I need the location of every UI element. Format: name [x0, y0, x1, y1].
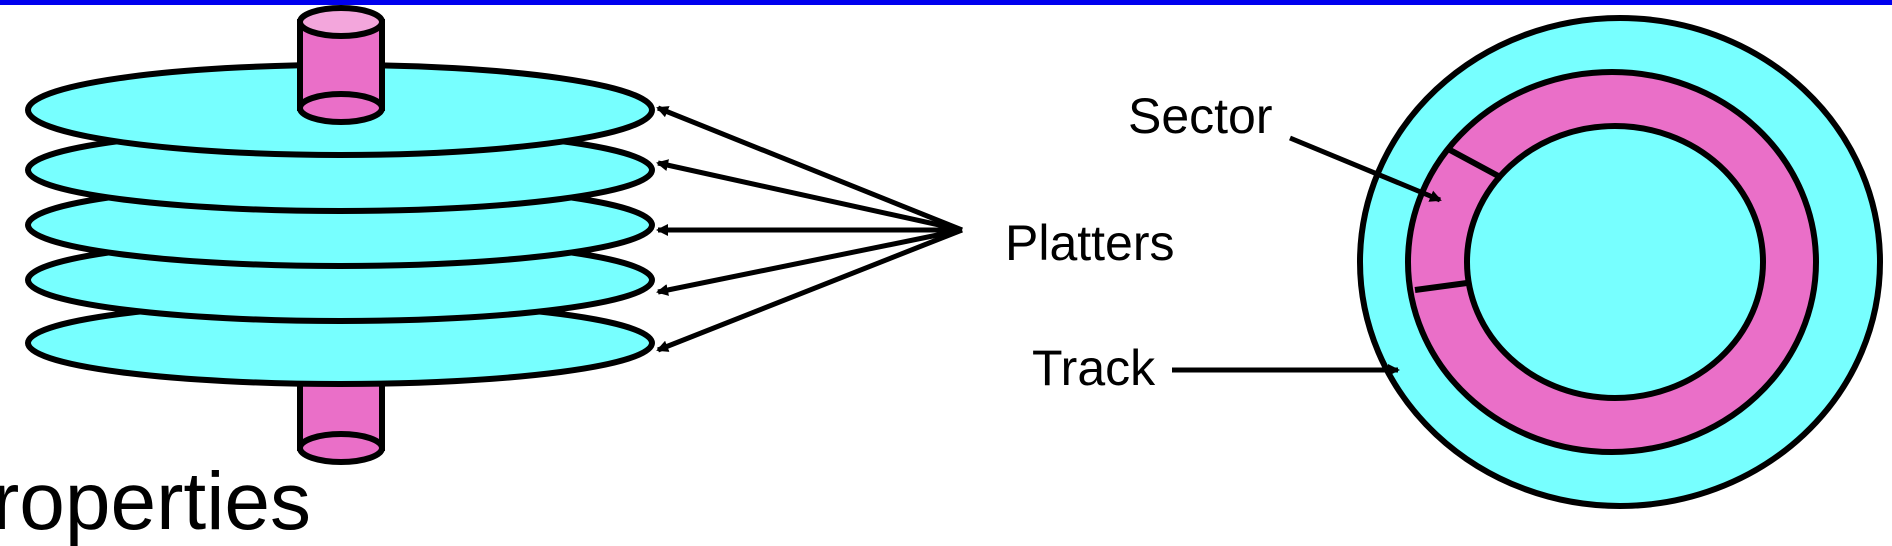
spindle-upper: [297, 5, 385, 125]
disk-inner: [1464, 123, 1766, 401]
sector-boundary-2: [1414, 280, 1468, 293]
platter-arrow-5: [656, 227, 963, 353]
platter-arrow-4: [656, 227, 963, 296]
platter-arrow-2: [656, 159, 963, 233]
disk-surface: [1357, 15, 1883, 509]
track-label: Track: [1032, 340, 1156, 396]
top-rule: [0, 0, 1892, 5]
sector-arrow: [1289, 135, 1442, 203]
platter-arrows: [656, 105, 963, 353]
platters-label: Platters: [1005, 215, 1175, 271]
spindle-cap: [297, 5, 385, 39]
platter-arrow-1: [656, 105, 963, 233]
sector-label: Sector: [1128, 88, 1273, 144]
properties-text-fragment: roperties: [0, 456, 311, 546]
sector-boundary-1: [1448, 147, 1504, 181]
